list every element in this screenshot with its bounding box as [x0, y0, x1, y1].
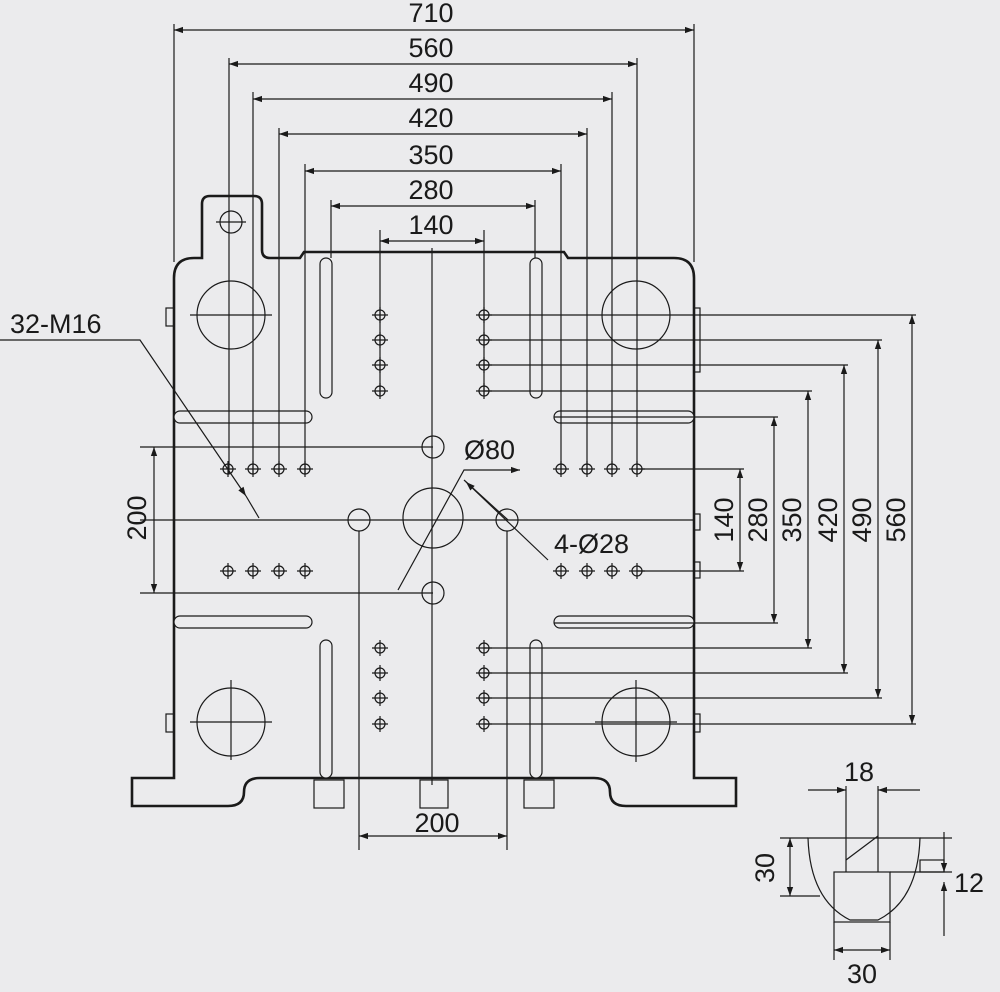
dim-v-280: 280 [743, 497, 773, 542]
t-slots [173, 257, 695, 779]
threaded-hole-crosshair [372, 716, 388, 732]
t-slot-detail: 18 30 12 30 [750, 757, 984, 989]
bottom-feet [313, 779, 555, 809]
extension-lines [140, 24, 916, 850]
dim-710: 710 [408, 0, 453, 28]
threaded-hole-crosshair [297, 563, 313, 579]
dim-140: 140 [408, 210, 453, 240]
threaded-hole-crosshair [372, 665, 388, 681]
tie-bar-bores [190, 280, 677, 762]
dim-v-490: 490 [847, 497, 877, 542]
dim-v-420: 420 [813, 497, 843, 542]
threaded-hole-crosshair [372, 690, 388, 706]
callout-32-m16: 32-M16 [10, 309, 102, 339]
callout-locating-holes: 4-Ø28 [554, 529, 629, 559]
dim-280: 280 [408, 175, 453, 205]
threaded-hole-crosshair [271, 563, 287, 579]
dim-v-560: 560 [881, 497, 911, 542]
callout-center-hole: Ø80 [464, 435, 515, 465]
dimension-lines [150, 26, 916, 840]
detail-18: 18 [844, 757, 874, 787]
dim-490: 490 [408, 68, 453, 98]
detail-12: 12 [954, 868, 984, 898]
dim-left-200: 200 [122, 495, 152, 540]
dim-bottom-200: 200 [414, 808, 459, 838]
threaded-hole-crosshair [604, 563, 620, 579]
threaded-hole-crosshair [372, 640, 388, 656]
detail-30-width: 30 [847, 959, 877, 989]
lug-hole [216, 210, 246, 234]
dim-560: 560 [408, 33, 453, 63]
dim-350: 350 [408, 140, 453, 170]
dimension-labels: 710 560 490 420 350 280 140 140 280 350 … [10, 0, 911, 838]
threaded-hole-crosshair [220, 563, 236, 579]
platen-outline [130, 194, 738, 808]
dim-420: 420 [408, 103, 453, 133]
dim-v-140: 140 [709, 497, 739, 542]
threaded-hole-crosshair [553, 563, 569, 579]
dim-v-350: 350 [777, 497, 807, 542]
detail-30-height: 30 [750, 853, 780, 883]
threaded-hole-crosshair [245, 563, 261, 579]
leader-lines [0, 339, 549, 591]
center-features [140, 248, 694, 785]
threaded-hole-crosshair [579, 563, 595, 579]
